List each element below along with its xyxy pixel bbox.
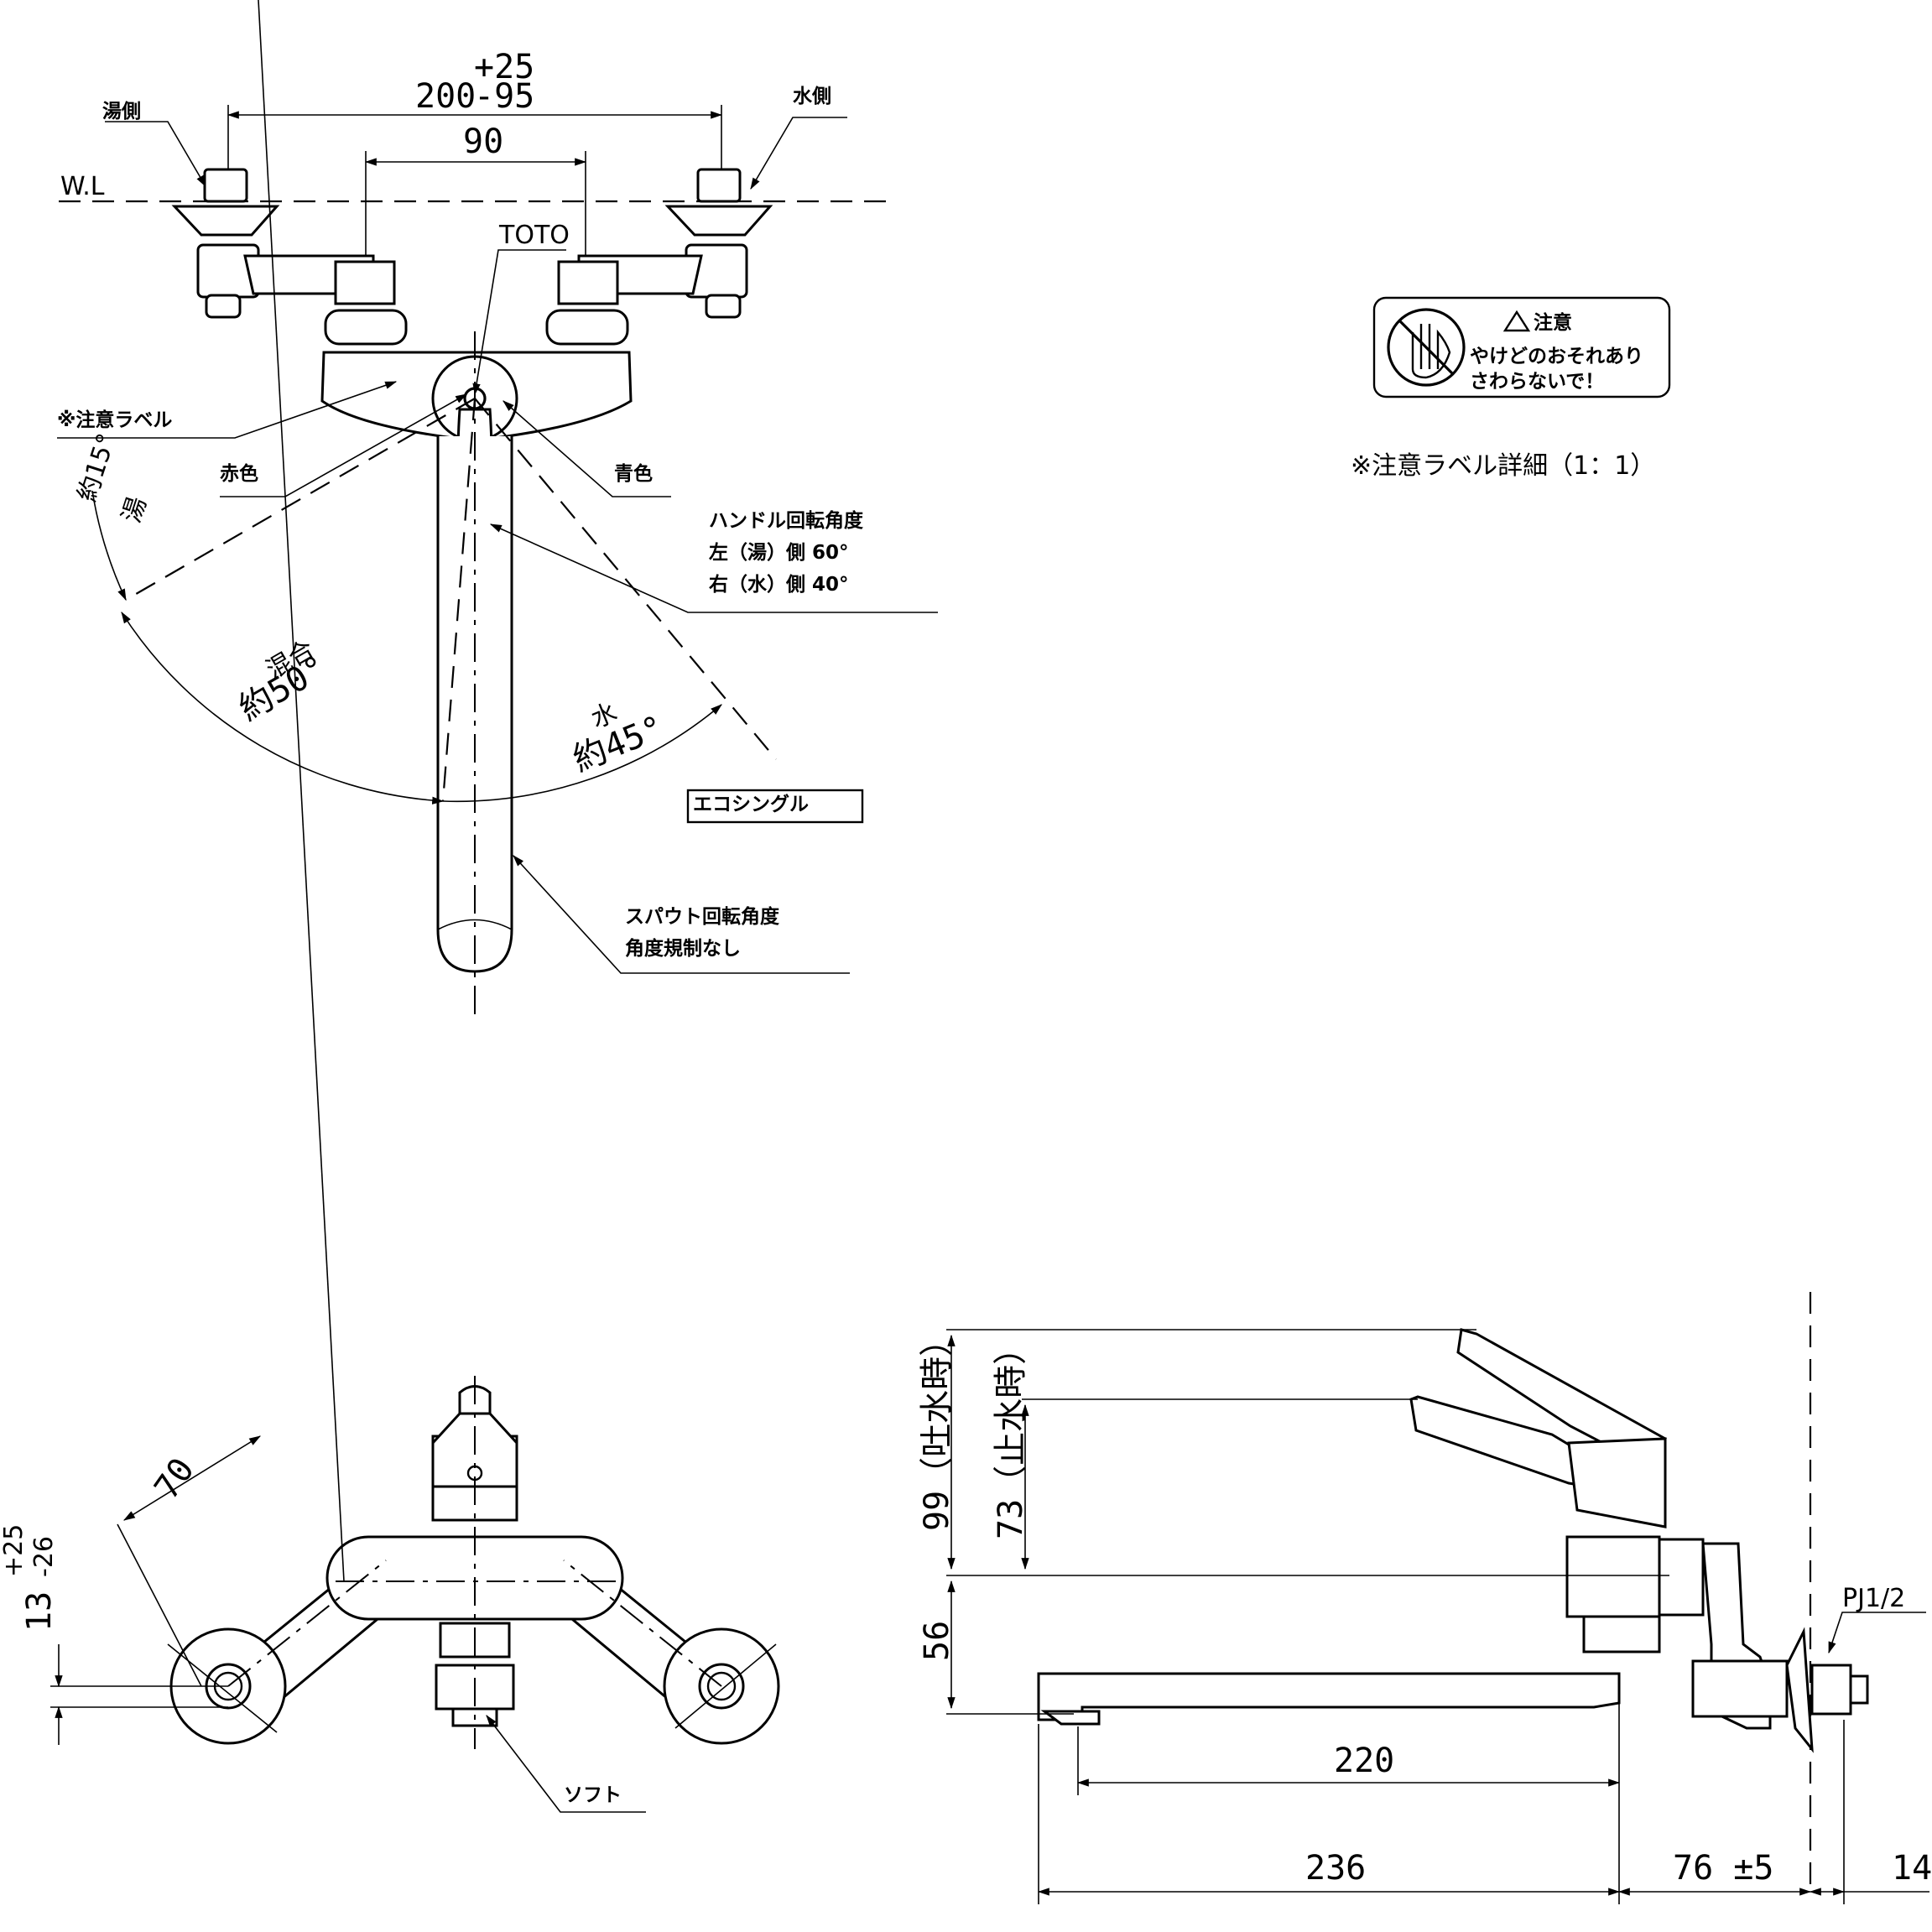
dim-14: 14 [1892,1849,1932,1888]
dim-73: 73（止水時） [992,1331,1030,1539]
dim-total-tol-lower: -95 [474,77,534,116]
spout-rotation-note: 角度規制なし [625,937,741,960]
dim-99: 99（吐水時） [918,1323,956,1531]
caution-sticker: 注意 やけどのおそれあり さわらないで！ ※注意ラベル詳細（1：1） [1351,296,1671,481]
warning-icon [1502,310,1531,332]
red-label: 赤色 [220,462,258,485]
dim-vertical-tol-upper: +25 [0,1524,29,1577]
model-box [686,789,864,824]
caution-label-callout: ※注意ラベル [57,409,172,431]
hot-side-label: 湯側 [102,101,141,122]
dim-76: 76 ±5 [1673,1849,1773,1888]
cold-supply-connector [545,168,773,346]
caution-line2: さわらないで！ [1470,371,1604,393]
pipe-label: PJ1/2 [1842,1584,1905,1613]
no-touch-icon [1387,308,1466,387]
blue-label: 青色 [614,462,653,485]
dim-total-tol-upper: +25 [474,48,534,86]
dim-inner: 90 [463,122,503,161]
dim-vertical-tol-lower: -26 [29,1536,59,1577]
soft-label: ソフト [564,1784,622,1806]
handle-rotation-left: 左（湯）側 60° [709,541,849,564]
dim-70: 70 [148,1451,202,1507]
handle-rotation-right: 右（水）側 40° [709,573,849,596]
dim-total: 200 [415,77,476,116]
dim-220: 220 [1334,1742,1394,1780]
brand-label: TOTO [498,221,570,250]
caution-line1: やけどのおそれあり [1470,346,1643,367]
cold-side-label: 水側 [793,86,831,107]
dim-236: 236 [1305,1849,1366,1888]
top-view: W.L 200 +25 -95 90 湯側 水側 [57,48,938,1019]
dim-vertical: 13 [20,1591,59,1632]
water-level-label: W.L [60,172,105,201]
caution-title: 注意 [1534,311,1572,334]
handle-rotation-title: ハンドル回転角度 [709,509,864,532]
caution-caption: ※注意ラベル詳細（1：1） [1351,451,1655,481]
side-view: 99（吐水時） 73（止水時） 56 220 236 76 ±5 14 PJ1/… [918,1292,1932,1904]
hot-angle: 約15° [72,430,122,506]
hot-angle-label: 湯 [117,493,153,526]
spout-side[interactable] [1037,1672,1621,1721]
model-box-text: エコシングル [693,793,809,815]
front-view: 70 13 +25 -26 ソフト [0,0,780,1813]
hot-supply-connector [171,168,408,346]
spout-rotation-title: スパウト回転角度 [625,905,780,928]
dim-56: 56 [918,1621,956,1661]
